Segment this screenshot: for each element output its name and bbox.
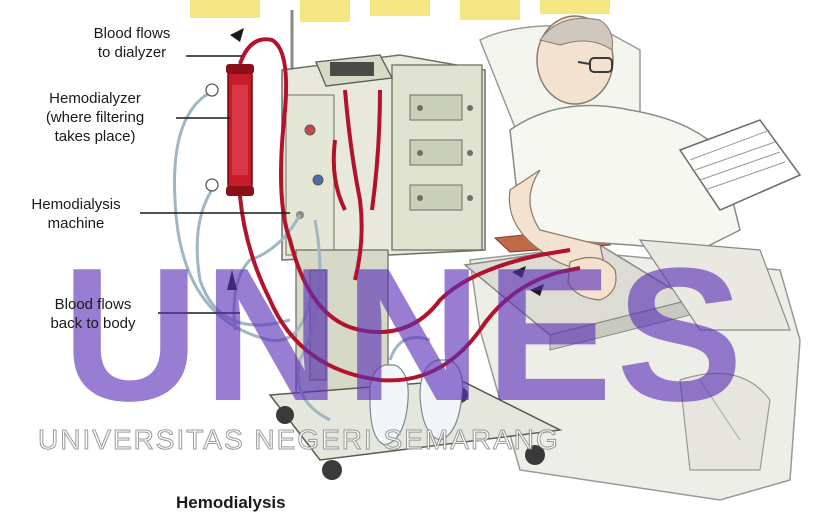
label-machine: Hemodialysis machine (8, 195, 144, 233)
label-blood-to-dialyzer-line1: Blood flows (74, 24, 190, 43)
watermark-subtitle: UNIVERSITAS NEGERI SEMARANG (38, 424, 560, 456)
watermark-letters: UNNES (62, 240, 747, 430)
label-blood-to-dialyzer: Blood flows to dialyzer (74, 24, 190, 62)
label-machine-line2: machine (8, 214, 144, 233)
hemodialyzer-filter (206, 64, 254, 196)
label-machine-line1: Hemodialysis (8, 195, 144, 214)
label-hemodialyzer-line2: (where filtering (12, 108, 178, 127)
label-blood-back-line1: Blood flows (30, 295, 156, 314)
arrow-top-icon (230, 28, 244, 42)
label-blood-back-line2: back to body (30, 314, 156, 333)
label-hemodialyzer-line1: Hemodialyzer (12, 89, 178, 108)
figure-caption: Hemodialysis (176, 493, 286, 513)
label-blood-to-dialyzer-line2: to dialyzer (74, 43, 190, 62)
label-hemodialyzer: Hemodialyzer (where filtering takes plac… (12, 89, 178, 146)
watermark-top-shape (190, 0, 610, 22)
label-hemodialyzer-line3: takes place) (12, 127, 178, 146)
label-blood-back: Blood flows back to body (30, 295, 156, 333)
